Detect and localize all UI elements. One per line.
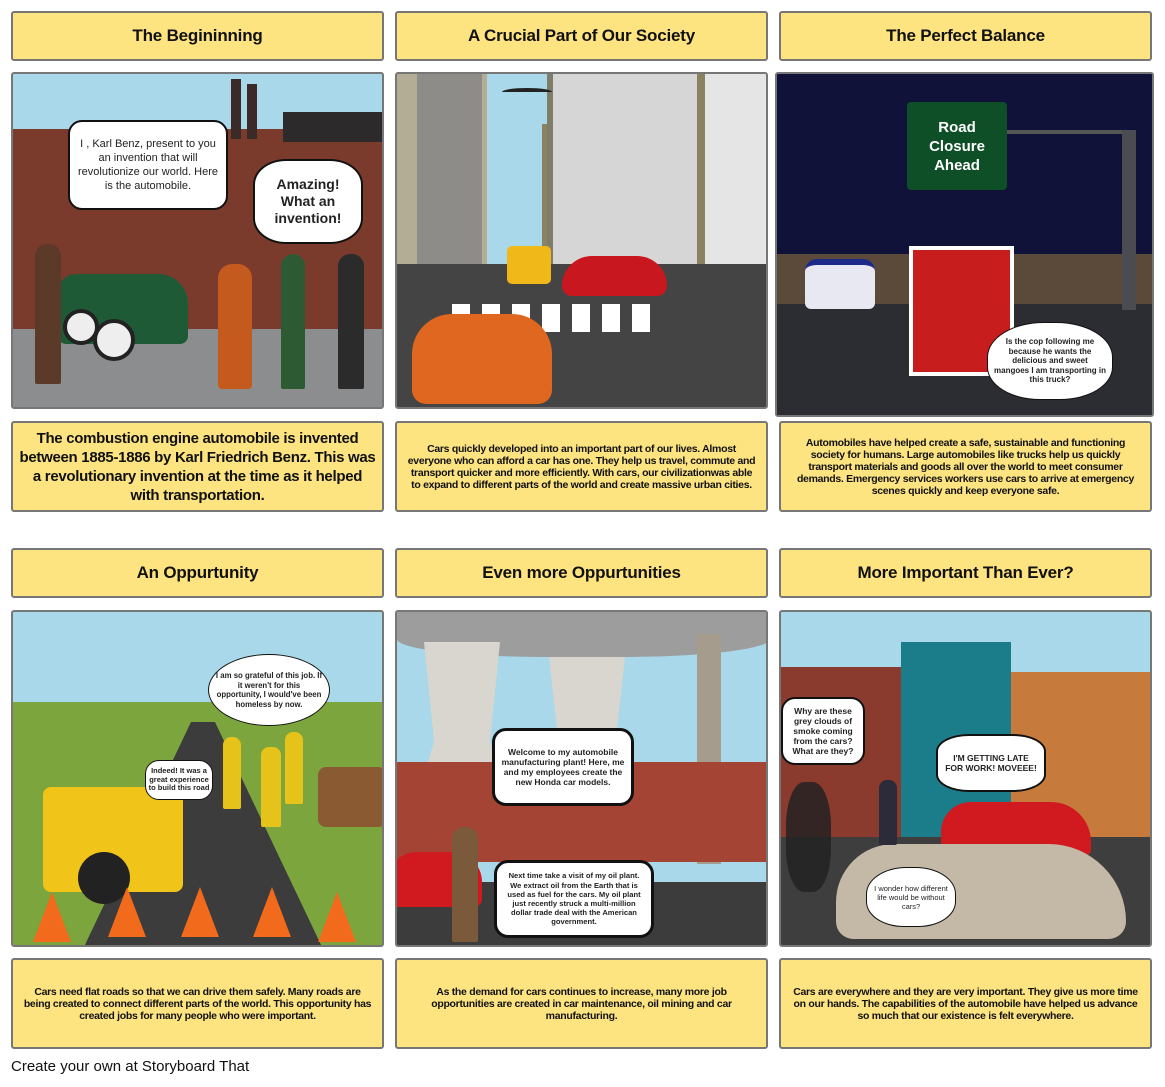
- karl-benz-character: [35, 244, 61, 384]
- worker: [223, 737, 241, 809]
- panel-1-title: The Begininning: [11, 11, 384, 61]
- factory-roof: [283, 112, 382, 142]
- car-wheel: [93, 319, 135, 361]
- worker: [261, 747, 281, 827]
- speech-bubble-worker-indeed: Indeed! It was a great experience to bui…: [145, 760, 213, 800]
- chimney: [247, 84, 257, 139]
- speech-bubble-welcome: Welcome to my automobile manufacturing p…: [492, 728, 634, 806]
- panel-3-scene: Road Closure Ahead Is the cop following …: [775, 72, 1154, 417]
- road-closure-sign: Road Closure Ahead: [907, 102, 1007, 190]
- panel-5-scene: Welcome to my automobile manufacturing p…: [395, 610, 768, 947]
- chimney: [231, 79, 241, 139]
- thought-bubble-life-without-cars: I wonder how different life would be wit…: [866, 867, 956, 927]
- police-car: [805, 259, 875, 309]
- speech-bubble-oil-plant: Next time take a visit of my oil plant. …: [494, 860, 654, 938]
- speech-bubble-late-for-work: I'M GETTING LATE FOR WORK! MOVEEE!: [936, 734, 1046, 792]
- panel-3-title: The Perfect Balance: [779, 11, 1152, 61]
- yellow-jeep: [507, 246, 551, 284]
- old-man: [879, 780, 897, 845]
- panel-6-scene: Why are these grey clouds of smoke comin…: [779, 610, 1152, 947]
- panel-4-caption: Cars need flat roads so that we can driv…: [11, 958, 384, 1049]
- speech-bubble-benz: I , Karl Benz, present to you an inventi…: [68, 120, 228, 210]
- sign-gantry-pole: [1122, 130, 1136, 310]
- panel-5-title: Even more Oppurtunities: [395, 548, 768, 598]
- log-pile: [318, 767, 382, 827]
- panel-6-title: More Important Than Ever?: [779, 548, 1152, 598]
- panel-1-scene: I , Karl Benz, present to you an inventi…: [11, 72, 384, 409]
- panel-2-scene: [395, 72, 768, 409]
- man-character: [281, 254, 305, 389]
- smoke-cloud: [786, 782, 831, 892]
- panel-2-title: A Crucial Part of Our Society: [395, 11, 768, 61]
- panel-4-scene: I am so grateful of this job. If it were…: [11, 610, 384, 947]
- panel-4-title: An Oppurtunity: [11, 548, 384, 598]
- storyboard-that-link[interactable]: Create your own at Storyboard That: [11, 1058, 250, 1075]
- sign-gantry: [1002, 130, 1132, 134]
- businessman: [452, 827, 478, 942]
- worker: [285, 732, 303, 804]
- panel-5-caption: As the demand for cars continues to incr…: [395, 958, 768, 1049]
- panel-6-caption: Cars are everywhere and they are very im…: [779, 958, 1152, 1049]
- speech-bubble-grey-clouds: Why are these grey clouds of smoke comin…: [781, 697, 865, 765]
- woman-character: [218, 264, 252, 389]
- red-sports-car: [562, 256, 667, 296]
- thought-bubble-driver: Is the cop following me because he wants…: [987, 322, 1113, 400]
- speech-bubble-amazing: Amazing! What an invention!: [253, 159, 363, 244]
- speech-bubble-worker-grateful: I am so grateful of this job. If it were…: [208, 654, 330, 726]
- road-closure-sign-text: Road Closure Ahead: [929, 118, 985, 174]
- building-left-tall: [417, 74, 482, 274]
- panel-3-caption: Automobiles have helped create a safe, s…: [779, 421, 1152, 512]
- orange-sports-car: [412, 314, 552, 404]
- bulldozer-wheel: [78, 852, 130, 904]
- bird-icon: [502, 88, 552, 96]
- man-character: [338, 254, 364, 389]
- panel-2-caption: Cars quickly developed into an important…: [395, 421, 768, 512]
- panel-1-caption: The combustion engine automobile is inve…: [11, 421, 384, 512]
